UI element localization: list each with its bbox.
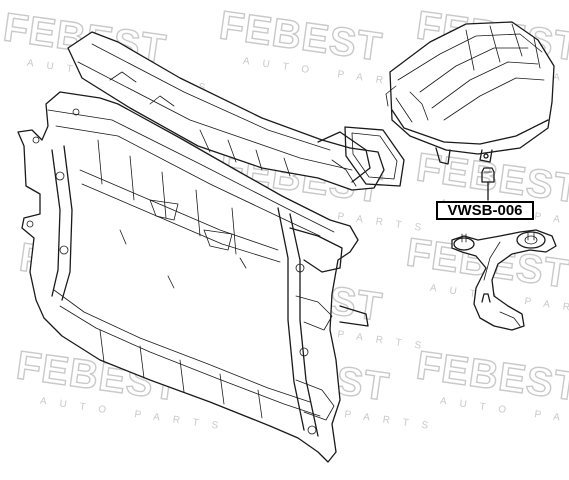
watermark-brand: FEBEST	[414, 343, 569, 409]
part-number-label: VWSB-006	[436, 201, 534, 220]
radiator-support-frame	[17, 91, 369, 463]
watermark-11: FEBEST AUTO PARTS	[413, 343, 569, 434]
air-box-gasket	[344, 126, 405, 187]
watermark-brand: FEBEST	[217, 3, 385, 69]
air-filter-box	[385, 21, 555, 165]
highlighted-part	[481, 167, 495, 201]
engine-mount-bracket	[451, 229, 557, 331]
air-intake-duct	[67, 31, 385, 191]
